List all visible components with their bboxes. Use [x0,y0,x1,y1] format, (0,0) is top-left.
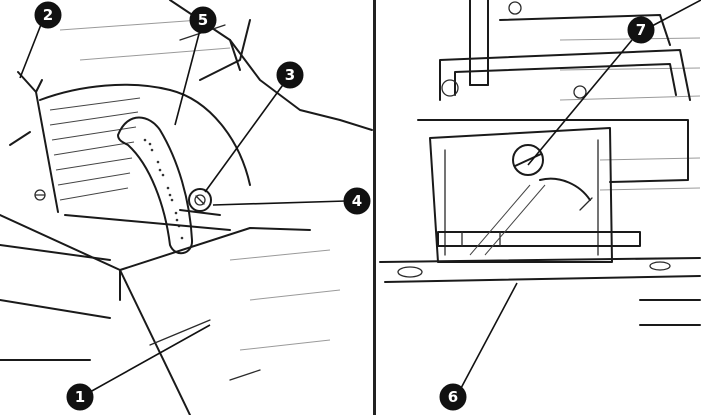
callout-2-label: 2 [43,6,53,24]
callout-7-label: 7 [636,21,646,39]
left-background-ghost-lines [59,19,341,351]
leader-6 [459,282,518,391]
upper-housing [169,0,373,131]
callout-5-label: 5 [198,11,208,29]
curved-lever [117,116,194,255]
leader-3 [204,81,286,193]
upper-bracket [439,1,691,101]
callout-4-label: 4 [352,192,362,210]
leader-2 [19,21,43,79]
leader-4 [212,200,347,206]
callout-1: 1 [66,383,94,411]
throat-hatching [39,83,251,201]
callout-4: 4 [343,187,371,215]
lever-screw [179,188,221,216]
left-panel [0,0,373,415]
callout-5: 5 [189,6,217,34]
leader-5 [174,29,201,126]
panel-divider [373,0,376,415]
callout-7: 7 [627,16,655,44]
callout-2: 2 [34,1,62,29]
needle-plate [379,257,701,326]
callout-1-label: 1 [75,388,85,406]
leader-7-ext [651,0,701,27]
front-cover [0,214,311,415]
callout-6: 6 [439,383,467,411]
callout-3: 3 [276,61,304,89]
leader-7 [527,39,633,166]
right-background-ghost-lines [559,37,701,191]
right-panel [379,0,701,391]
presser-foot [417,119,689,263]
foot-screw [512,144,544,176]
callout-3-label: 3 [285,66,295,84]
side-plate [9,71,59,213]
leader-1 [89,324,211,393]
callout-6-label: 6 [448,388,458,406]
